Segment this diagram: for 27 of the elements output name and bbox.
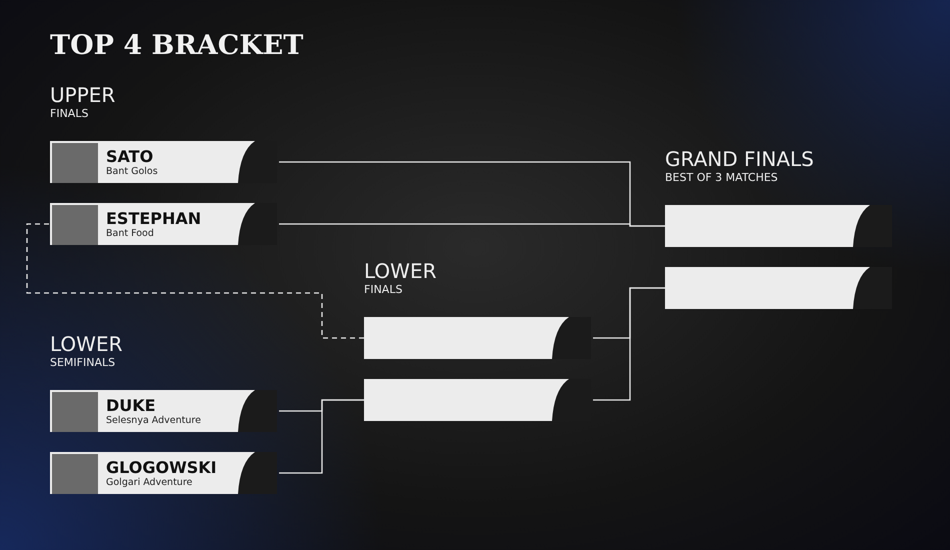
bracket-line [279,223,665,227]
deck-name: Golgari Adventure [106,477,192,488]
round-subheading: FINALS [364,284,402,296]
bracket-title: TOP 4 BRACKET [50,30,304,61]
round-heading: LOWER [50,333,122,355]
player-name: DUKE [106,396,156,415]
player-slot [50,390,277,432]
bracket-line [279,399,364,474]
round-subheading: SEMIFINALS [50,357,116,370]
player-slot [50,452,277,494]
deck-name: Selesnya Adventure [106,415,201,426]
deck-name: Bant Food [106,228,154,239]
round-heading: GRAND FINALS [665,148,814,170]
player-slot [50,203,277,245]
dashed-bracket-line [26,223,364,339]
bracket-line [593,287,665,401]
deck-name: Bant Golos [106,166,158,177]
empty-slot [665,205,892,247]
round-subheading: FINALS [50,108,88,120]
round-subheading: BEST OF 3 MATCHES [665,172,778,184]
round-heading: LOWER [364,260,436,282]
player-name: SATO [106,147,154,166]
player-name: GLOGOWSKI [106,458,217,477]
player-name: ESTEPHAN [106,209,202,228]
empty-slot [364,317,591,359]
round-heading: UPPER [50,84,116,106]
empty-slot [665,267,892,309]
